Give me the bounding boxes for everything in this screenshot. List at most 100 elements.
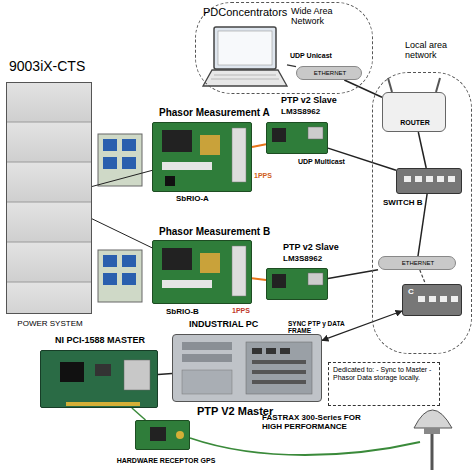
node-text: SWITCH B (383, 199, 443, 208)
slot (252, 360, 306, 364)
edge-label: 1PPS (232, 307, 262, 315)
port (418, 296, 425, 302)
pc-panel (182, 370, 232, 394)
node-text: 9003iX-CTS (9, 59, 119, 74)
port (451, 296, 458, 302)
antenna-base (424, 428, 440, 434)
connector-strip (232, 246, 246, 296)
connector (176, 431, 184, 439)
port (437, 176, 444, 182)
port (280, 348, 290, 354)
relay-symbol (103, 157, 117, 169)
node-text: LM3S8962 (281, 108, 351, 117)
bracket (124, 360, 150, 390)
laptop-display (218, 31, 272, 65)
connector-strip (162, 162, 212, 170)
relay-symbol (122, 255, 136, 267)
node-text: Wide Area Network (291, 7, 367, 27)
ethernet-bus: ETHERNET (296, 66, 362, 80)
drive-bay (182, 342, 232, 350)
free-label: FASTRAX 300-Series FOR HIGH PERFORMANCE (262, 414, 374, 432)
node-text: C (408, 288, 418, 297)
relay-symbol (122, 157, 136, 169)
laptop-base (203, 70, 287, 86)
node-text: SbRIO-B (166, 308, 226, 317)
network-region: Local area networkROUTERSWITCH BETHERNET… (372, 72, 472, 354)
ptp-slave-board: PTP v2 SlaveLM3S8962 (266, 122, 328, 154)
gold-edge (66, 402, 140, 406)
chip (272, 274, 286, 288)
pc-panel (246, 342, 312, 394)
drive-bay (182, 354, 232, 362)
relay-board (98, 134, 142, 186)
node-text: HARDWARE RECEPTOR GPS (106, 457, 226, 465)
laptop-screen (214, 27, 276, 69)
note-box: Dedicated to: - Sync to Master - Phasor … (328, 362, 440, 406)
port (415, 176, 422, 182)
node-text: Local area network (405, 41, 471, 61)
edge-label: UDP Multicast (298, 158, 356, 166)
network-switch: C (402, 284, 462, 316)
node-text: PDConcentrators (203, 6, 313, 18)
node-text: SbRIO-A (176, 195, 236, 204)
node-text: PTP v2 Slave (283, 243, 363, 253)
node-text: INDUSTRIAL PC (189, 320, 289, 330)
node-text: ETHERNET (297, 70, 363, 77)
node-text: ROUTER (383, 119, 447, 127)
connector (328, 270, 378, 279)
router-antenna (436, 78, 440, 92)
connector (92, 170, 152, 186)
chip (95, 364, 111, 376)
port (404, 176, 411, 182)
rj45-jack (308, 127, 323, 139)
connector (252, 144, 266, 147)
port (266, 348, 276, 354)
node-text: ETHERNET (379, 260, 457, 267)
connector (252, 278, 266, 280)
router: ROUTER (382, 92, 446, 132)
chip (162, 248, 192, 270)
network-switch: SWITCH B (396, 168, 462, 194)
industrial-pc: INDUSTRIAL PCPTP V2 Master (172, 334, 322, 402)
node-text: PTP v2 Slave (281, 96, 361, 106)
laptop: PDConcentrators (205, 26, 287, 88)
chip (200, 135, 220, 155)
ethernet-bus: ETHERNET (378, 256, 456, 270)
connector (344, 80, 382, 97)
relay-symbol (103, 139, 117, 151)
port (426, 176, 433, 182)
laptop-keys (211, 79, 279, 80)
connector-strip (232, 128, 246, 182)
chip (150, 427, 166, 441)
connector (132, 408, 146, 420)
relay-board (98, 250, 142, 302)
chip (60, 362, 84, 382)
edge-label: SYNC PTP y DATA FRAME (288, 320, 348, 334)
relay-symbol (103, 273, 117, 285)
network-region: Wide Area NetworkPDConcentratorsETHERNET (195, 2, 373, 94)
gps-receiver: HARDWARE RECEPTOR GPS (135, 420, 190, 450)
pmu-board: Phasor Measurement ASbRIO-A (152, 122, 252, 192)
router-antenna (388, 78, 392, 92)
ptp-slave-board: PTP v2 SlaveLM3S8962 (266, 268, 328, 300)
edge-label: 1PPS (254, 172, 284, 180)
port (252, 348, 262, 354)
chip (162, 130, 192, 152)
chip (272, 128, 286, 142)
edge-label: UDP Unicast (290, 52, 352, 60)
connector (418, 132, 426, 168)
relay-symbol (122, 139, 136, 151)
pci-card: NI PCI-1588 MASTER (40, 350, 158, 408)
port (440, 296, 447, 302)
node-text: LM3S8962 (283, 255, 353, 264)
rj45-jack (308, 273, 323, 285)
slot (252, 370, 306, 374)
connector (287, 65, 296, 67)
port (448, 176, 455, 182)
chip (200, 253, 220, 273)
connector-strip (162, 280, 212, 288)
node-text: POWER SYSTEM (7, 320, 93, 329)
